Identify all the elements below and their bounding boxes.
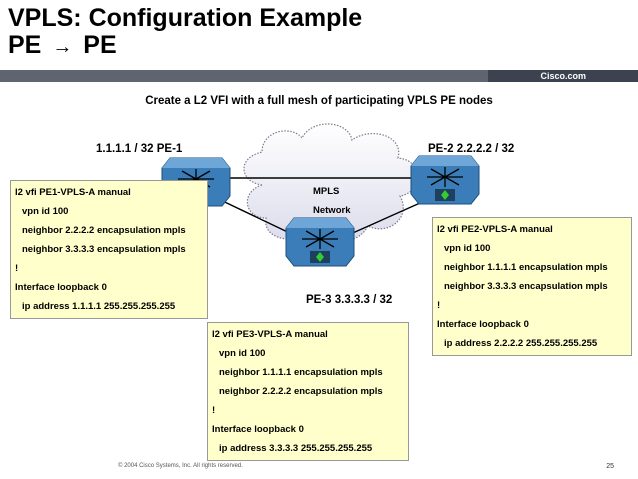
config-line: Interface loopback 0 — [212, 424, 304, 435]
config-line: l2 vfi PE1-VPLS-A manual — [15, 187, 131, 198]
config-line: ip address 1.1.1.1 255.255.255.255 — [22, 301, 176, 312]
pe2-config-box: l2 vfi PE2-VPLS-A manual vpn id 100 neig… — [432, 217, 632, 356]
title-line-1: VPLS: Configuration Example — [8, 4, 363, 32]
config-line: l2 vfi PE3-VPLS-A manual — [212, 329, 328, 340]
config-line: ip address 3.3.3.3 255.255.255.255 — [219, 443, 373, 454]
config-line: ! — [15, 263, 19, 274]
brand-label: Cisco.com — [540, 71, 586, 81]
pe3-config-box: l2 vfi PE3-VPLS-A manual vpn id 100 neig… — [207, 322, 409, 461]
router-pe3-icon — [285, 217, 355, 267]
config-line: neighbor 2.2.2.2 encapsulation mpls — [22, 225, 186, 236]
config-line: vpn id 100 — [444, 243, 491, 254]
config-line: vpn id 100 — [22, 206, 69, 217]
config-line: neighbor 2.2.2.2 encapsulation mpls — [219, 386, 383, 397]
header-bar-accent — [488, 70, 638, 82]
title-pe-left: PE — [8, 31, 42, 59]
copyright-footer: © 2004 Cisco Systems, Inc. All rights re… — [118, 463, 243, 469]
header-bar — [0, 70, 638, 82]
pe1-label: 1.1.1.1 / 32 PE-1 — [96, 143, 183, 155]
router-pe2-icon — [410, 155, 480, 205]
slide-subtitle: Create a L2 VFI with a full mesh of part… — [145, 95, 493, 107]
cloud-label-line1: MPLS — [313, 186, 339, 197]
config-line: Interface loopback 0 — [437, 319, 529, 330]
right-arrow-icon: → — [52, 36, 73, 58]
page-number: 25 — [606, 463, 614, 470]
pe1-config-box: l2 vfi PE1-VPLS-A manual vpn id 100 neig… — [10, 180, 208, 319]
pe3-label: PE-3 3.3.3.3 / 32 — [306, 294, 393, 306]
config-line: vpn id 100 — [219, 348, 266, 359]
config-line: neighbor 3.3.3.3 encapsulation mpls — [22, 244, 186, 255]
config-line: ! — [212, 405, 216, 416]
cloud-label-line2: Network — [313, 205, 351, 216]
config-line: neighbor 3.3.3.3 encapsulation mpls — [444, 281, 608, 292]
config-line: l2 vfi PE2-VPLS-A manual — [437, 224, 553, 235]
pe2-label: PE-2 2.2.2.2 / 32 — [428, 143, 515, 155]
config-line: ip address 2.2.2.2 255.255.255.255 — [444, 338, 598, 349]
config-line: neighbor 1.1.1.1 encapsulation mpls — [219, 367, 383, 378]
slide-title: VPLS: Configuration Example PE → PE — [8, 5, 362, 61]
title-line-2: PE → PE — [8, 32, 362, 61]
config-line: neighbor 1.1.1.1 encapsulation mpls — [444, 262, 608, 273]
config-line: ! — [437, 300, 441, 311]
config-line: Interface loopback 0 — [15, 282, 107, 293]
title-pe-right: PE — [83, 31, 117, 59]
